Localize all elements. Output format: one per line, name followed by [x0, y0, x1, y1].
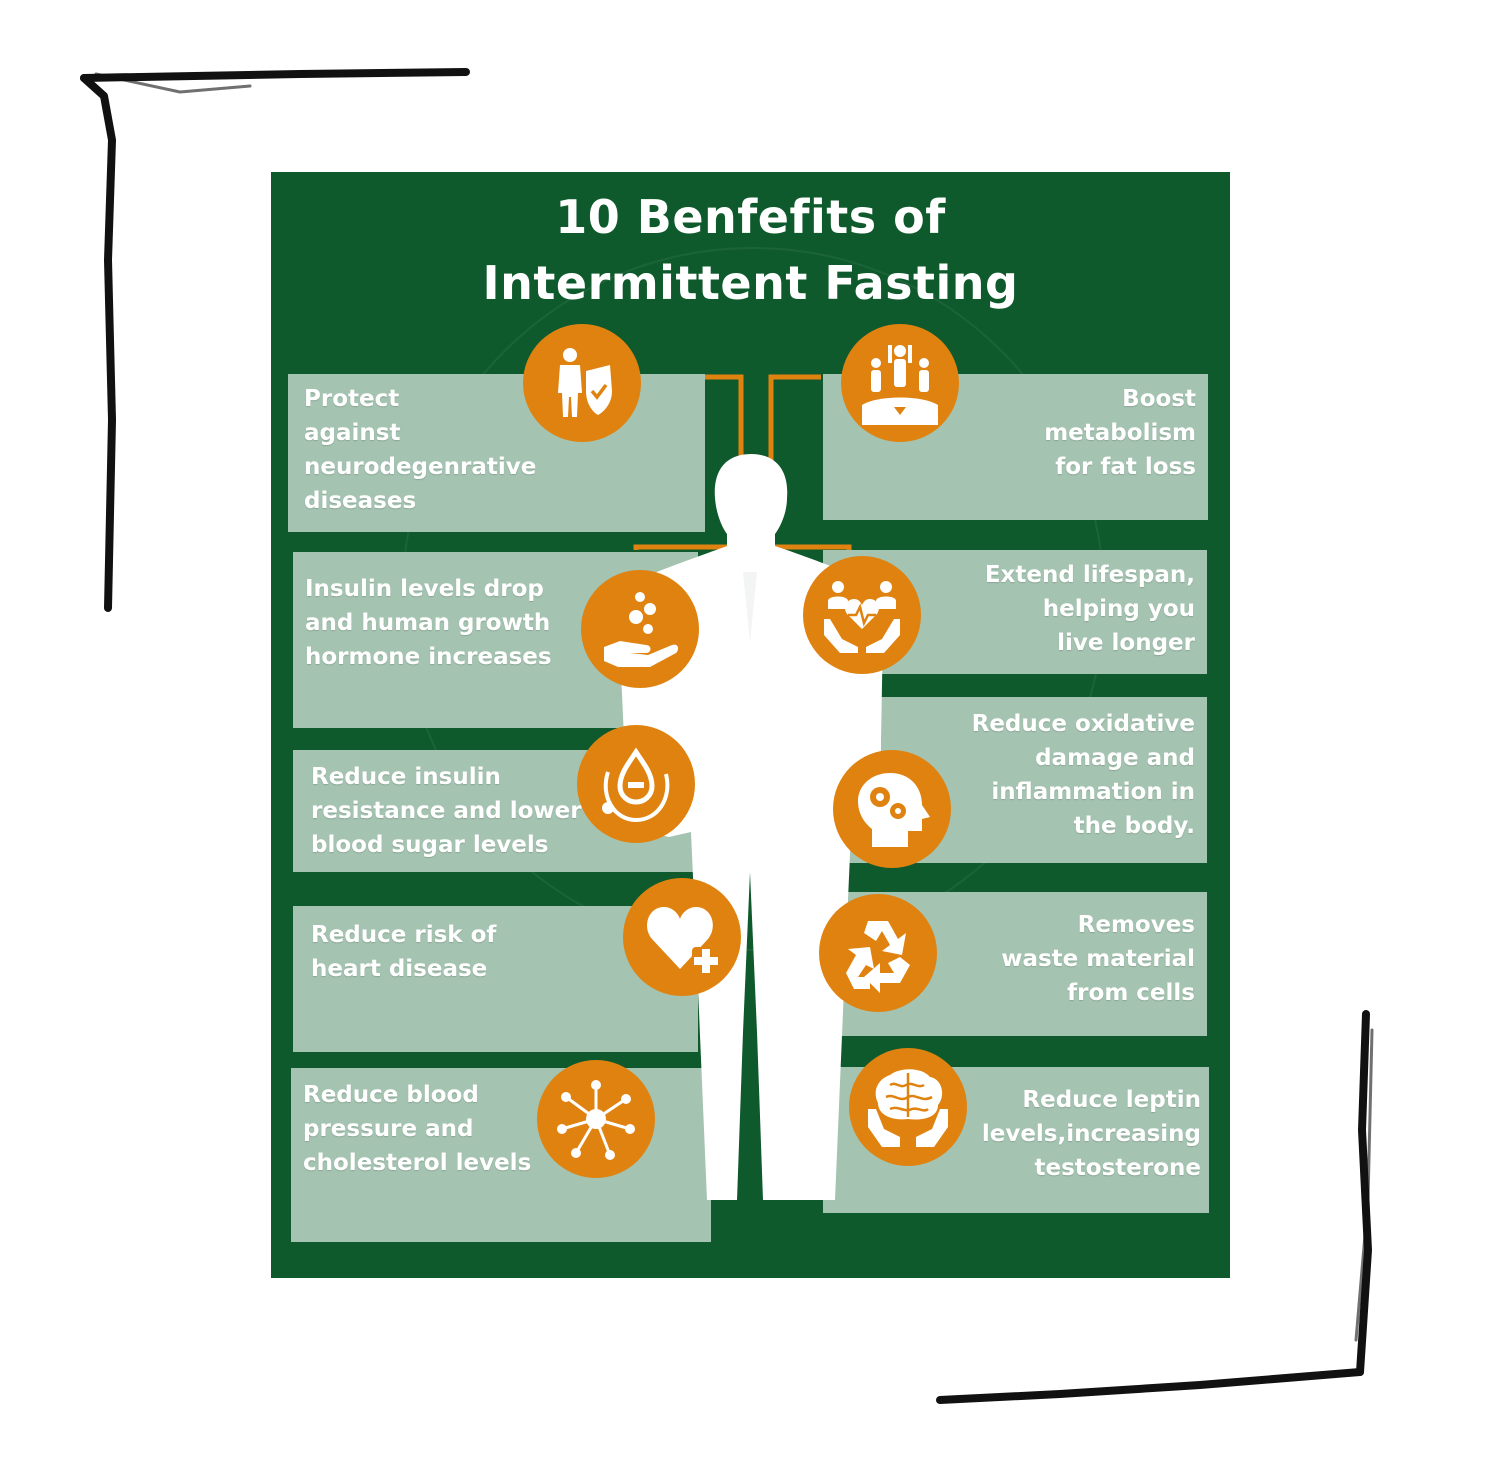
benefit-text-right-3: Reduce oxidative damage and inflammation…: [971, 711, 1195, 839]
benefit-text-right-5: Reduce leptin levels,increasing testoste…: [981, 1087, 1201, 1181]
blood-drop-stethoscope-icon: [577, 725, 695, 843]
benefit-text-left-5: Reduce blood pressure and cholesterol le…: [303, 1082, 532, 1176]
heart-plus-icon: [623, 878, 741, 996]
recycle-icon: [819, 894, 937, 1012]
hands-brain-icon: [849, 1048, 967, 1166]
molecule-network-icon: [537, 1060, 655, 1178]
person-silhouette: [619, 454, 883, 1200]
benefit-text-left-3: Reduce insulin resistance and lower bloo…: [311, 764, 582, 858]
benefit-text-left-4: Reduce risk of heart disease: [311, 922, 497, 982]
benefit-text-right-4: Removes waste material from cells: [1001, 912, 1195, 1006]
benefit-box-left-4: Reduce risk of heart disease: [293, 906, 698, 1052]
people-raising-arms-icon: [841, 324, 959, 442]
head-gears-icon: [833, 750, 951, 868]
benefit-text-right-2: Extend lifespan, helping you live longer: [984, 562, 1195, 656]
hands-heart-family-icon: [803, 556, 921, 674]
title-line-2: Intermittent Fasting: [482, 256, 1019, 310]
benefit-box-left-1: Protect against neurodegenrative disease…: [288, 374, 705, 532]
hand-bubbles-icon: [581, 570, 699, 688]
benefit-text-left-2: Insulin levels drop and human growth hor…: [305, 576, 552, 670]
title-line-1: 10 Benfefits of: [555, 190, 946, 244]
person-shield-icon: [523, 324, 641, 442]
infographic-poster: 10 Benfefits of Intermittent Fasting Pro…: [271, 172, 1230, 1278]
benefit-text-left-1: Protect against neurodegenrative disease…: [304, 386, 537, 514]
benefit-box-right-1: Boost metabolism for fat loss: [823, 374, 1208, 520]
benefit-text-right-1: Boost metabolism for fat loss: [1044, 386, 1196, 480]
